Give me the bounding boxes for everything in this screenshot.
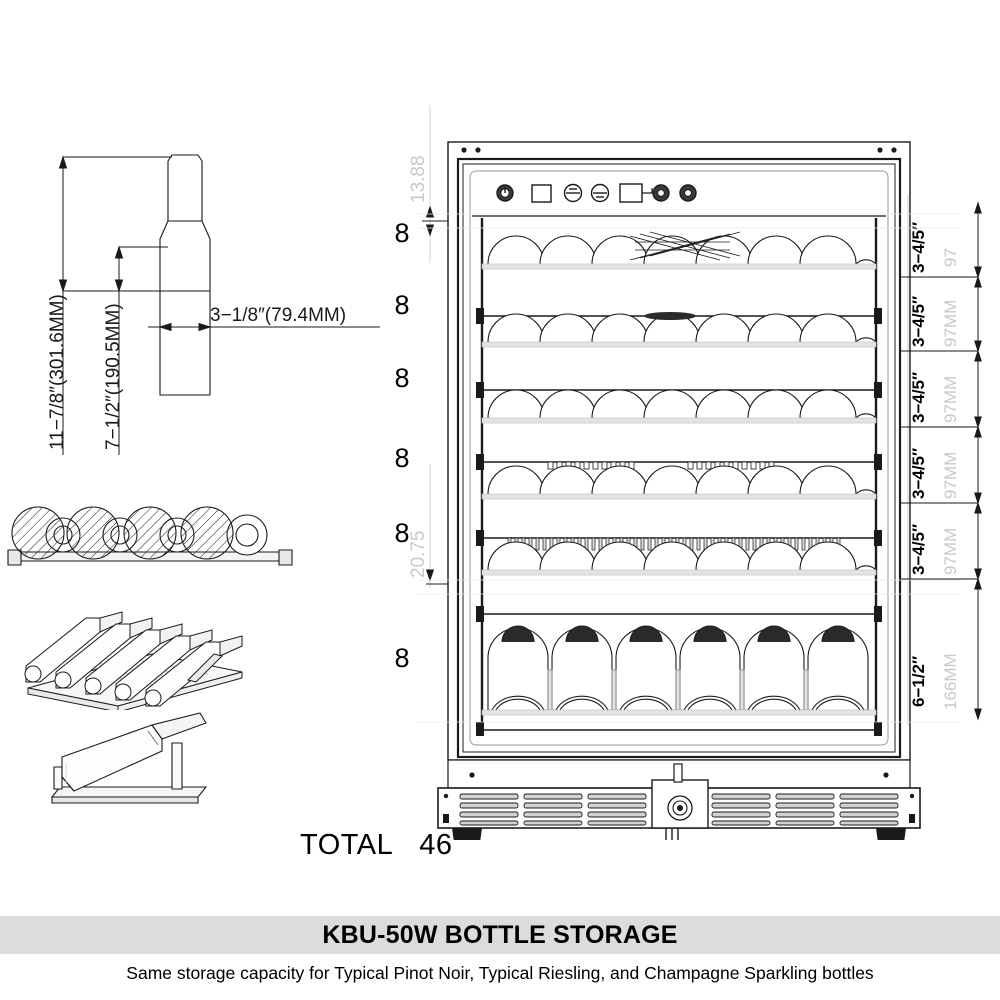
shelf-row-6 [481, 625, 877, 716]
rack-perspective-illustration [24, 611, 243, 710]
cabinet-foot [452, 828, 906, 840]
shelf-surface-5 [481, 569, 877, 576]
rack-bottle [54, 617, 153, 689]
bottom-grille [437, 763, 921, 840]
shelf-surface-2 [481, 341, 877, 348]
shelf-row-1 [481, 231, 877, 270]
grille-louvers [459, 793, 899, 826]
cabinet-top-dimension: 13.88 [408, 105, 458, 263]
shelf-count-2: 8 [394, 290, 410, 320]
light-rectangle-icon[interactable] [619, 183, 653, 203]
lock-icon[interactable] [679, 184, 697, 202]
diameter-dimension [148, 322, 380, 395]
shelf-row-4 [481, 461, 877, 500]
shelf-dimension-mm-3: 97MM [941, 376, 960, 423]
champagne-bottle [679, 625, 741, 711]
construction-guides [418, 213, 960, 723]
shelf-row-2 [481, 312, 877, 348]
display-square-icon[interactable] [531, 184, 552, 203]
total-capacity-row: TOTAL 46 [300, 826, 453, 864]
shelf-count-4: 8 [394, 443, 410, 473]
display-bottle-neck [151, 712, 207, 740]
rack-bottle [84, 623, 183, 695]
cabinet-top-dimension-label: 13.88 [408, 155, 429, 203]
shelf-dimension-inch-4: 3−4/5″ [909, 448, 928, 499]
rack-stop [187, 653, 223, 683]
shelf-surface-3 [481, 417, 877, 424]
champagne-bottle [487, 625, 549, 711]
shelf-surface-4 [481, 493, 877, 500]
bottle-profile-diagram: 3−1/8″(79.4MM) 11−7/8″(301.6MM) 7−1/2″(1… [47, 154, 380, 455]
shelf-bracket [476, 606, 882, 622]
shelf-dimension-mm-2: 97MM [941, 300, 960, 347]
shelf-bracket [476, 382, 882, 398]
bottle-body-circle [180, 506, 234, 560]
wire-rack-detail [629, 231, 741, 261]
shelf-dimension-inch-6: 6−1/2″ [909, 656, 928, 707]
total-label: TOTAL [300, 828, 394, 861]
caption-background [0, 916, 1000, 954]
champagne-bottle [743, 625, 805, 711]
body-height-dimension [114, 245, 168, 455]
shelf-bracket [476, 530, 882, 546]
cabinet-mid-dimension-label: 20.75 [408, 530, 429, 578]
bottle-body-height-label: 7−1/2″(190.5MM) [103, 303, 124, 450]
rack-bottle [114, 629, 213, 701]
shelf-bracket [476, 722, 882, 736]
champagne-bottle [615, 625, 677, 711]
bottle-body-circle [123, 506, 177, 560]
shelf-count-6: 8 [394, 643, 410, 673]
display-rack-illustration [50, 712, 208, 804]
rack-bottle [24, 611, 123, 683]
temp-up-icon[interactable] [563, 183, 583, 203]
shelf-top-view-illustration [7, 506, 293, 566]
rack-bottle [144, 635, 243, 707]
caption-title: KBU-50W BOTTLE STORAGE [322, 920, 678, 949]
fan-icon[interactable] [652, 184, 670, 202]
shelf-count-1: 8 [394, 218, 410, 248]
bottle-height-label: 11−7/8″(301.6MM) [47, 294, 68, 450]
cabinet-center-leg [665, 828, 679, 840]
bottle-cap-detail [644, 312, 696, 320]
lock-keyhole [677, 805, 683, 811]
cabinet-top-screws [461, 147, 897, 153]
shelf-dimension-inch-2: 3−4/5″ [909, 296, 928, 347]
control-panel[interactable] [472, 173, 886, 217]
shelf-bracket [476, 454, 882, 470]
bottle-diameter-label: 3−1/8″(79.4MM) [210, 305, 346, 326]
power-icon[interactable] [496, 184, 514, 202]
champagne-bottle [807, 625, 869, 711]
center-lock-housing[interactable] [651, 763, 709, 829]
cabinet-mid-dimension: 20.75 [408, 464, 458, 588]
shelf-surface-6 [481, 709, 877, 716]
bottle-body-circle [66, 506, 120, 560]
shelf-count-5: 8 [394, 518, 410, 548]
shelf-dimension-inch-5: 3−4/5″ [909, 524, 928, 575]
shelf-dimension-mm-1: 97 [941, 248, 960, 267]
right-dimension-stack: 3−4/5″ 3−4/5″ 3−4/5″ 3−4/5″ 3−4/5″ 6−1/2… [900, 195, 982, 725]
rail-end-left [7, 549, 22, 566]
caption-subtitle: Same storage capacity for Typical Pinot … [126, 962, 874, 983]
shelf-dimension-mm-6: 166MM [941, 653, 960, 710]
wine-cooler-front-elevation [437, 141, 921, 840]
temp-down-icon[interactable] [590, 183, 610, 203]
shelf-dimension-inch-1: 3−4/5″ [909, 222, 928, 273]
shelf-dimension-mm-5: 97MM [941, 528, 960, 575]
shelf-row-5 [481, 537, 877, 576]
shelf-dimension-mm-4: 97MM [941, 452, 960, 499]
shelf-bracket [476, 308, 882, 324]
shelf-dimension-inch-3: 3−4/5″ [909, 372, 928, 423]
bottle-body-circle [11, 506, 65, 560]
champagne-bottle [551, 625, 613, 711]
lock-stem [673, 763, 683, 783]
rack-back-post [171, 742, 183, 790]
shelf-count-3: 8 [394, 363, 410, 393]
total-value: 46 [419, 828, 453, 861]
shelf-surface-1 [481, 263, 877, 270]
rail-end-right [278, 549, 293, 566]
shelf-row-3 [481, 389, 877, 424]
height-dimension [58, 155, 210, 455]
